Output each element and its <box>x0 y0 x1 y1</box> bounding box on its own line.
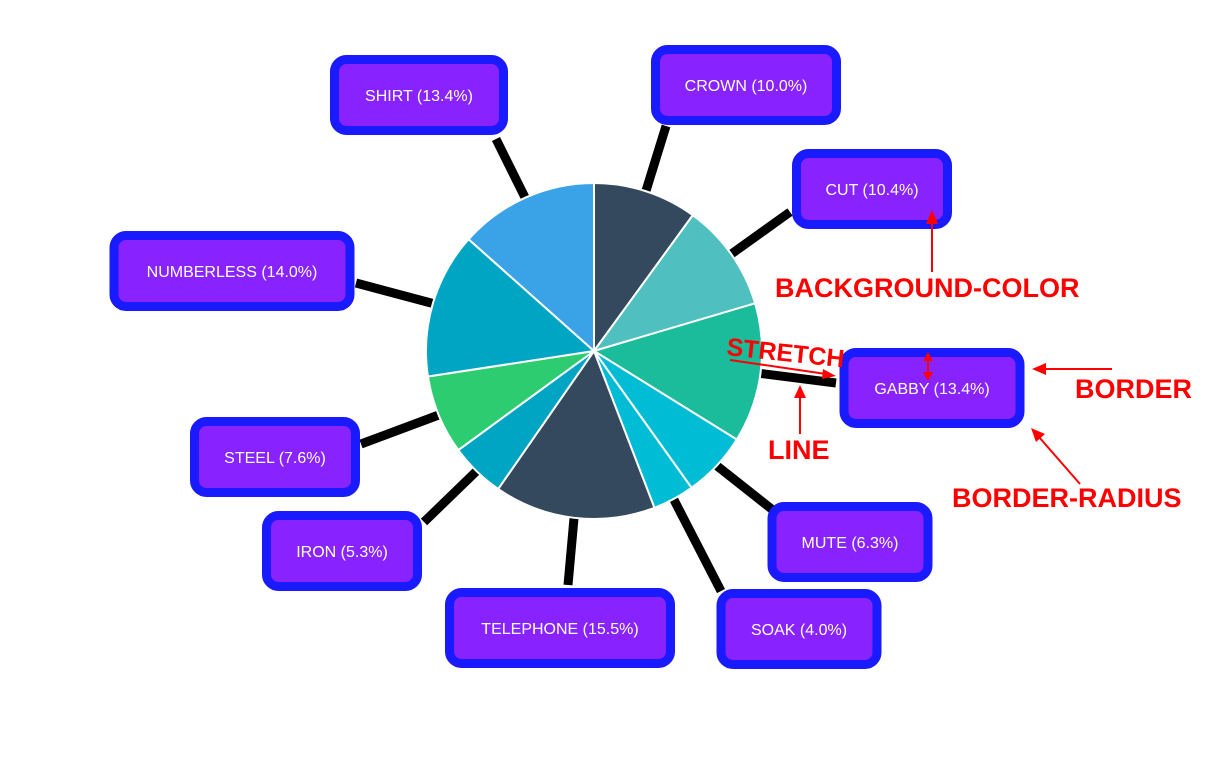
background-color-annotation: BACKGROUND-COLOR <box>775 273 1079 303</box>
label-box-soak <box>716 589 882 669</box>
slice-label-telephone: TELEPHONE (15.5%) <box>481 621 638 638</box>
pie-slice-crown <box>593 181 695 355</box>
padding-arrowhead-top <box>923 352 933 361</box>
line-annotation: LINE <box>768 435 830 465</box>
label-box-crown <box>651 45 841 125</box>
slice-label-shirt: SHIRT (13.4%) <box>365 88 473 105</box>
border-radius-annotation: BORDER-RADIUS <box>952 483 1182 513</box>
label-box-iron <box>262 511 422 591</box>
label-box-steel <box>190 417 360 497</box>
slice-label-iron: IRON (5.3%) <box>296 544 388 561</box>
leader-line-gabby <box>755 368 837 388</box>
slice-label-cut: CUT (10.4%) <box>825 182 918 199</box>
leader-line-cut <box>725 208 793 261</box>
slice-label-crown: CROWN (10.0%) <box>685 78 808 95</box>
pie-slice-telephone <box>496 348 656 521</box>
leader-line-iron <box>420 465 483 526</box>
leader-line-soak <box>667 493 725 594</box>
pie-slices <box>425 181 763 521</box>
padding-arrowhead-bottom <box>923 372 933 381</box>
border-radius-arrowhead <box>1031 428 1045 442</box>
leader-line-shirt <box>491 137 531 204</box>
leader-line-telephone <box>563 513 579 586</box>
label-box-shirt <box>330 55 508 135</box>
pie-slice-gabby <box>591 302 763 441</box>
stretch-arrowhead <box>822 369 836 379</box>
slice-label-numberless: NUMBERLESS (14.0%) <box>147 264 318 281</box>
background-color-arrowhead <box>926 210 938 224</box>
leader-line-numberless <box>354 278 438 309</box>
slice-label-steel: STEEL (7.6%) <box>224 450 326 467</box>
label-box-mute <box>767 502 933 582</box>
annotations: BACKGROUND-COLOR STRETCH BORDER LINE BOR… <box>725 210 1192 513</box>
leader-line-crown <box>640 124 671 197</box>
slice-label-mute: MUTE (6.3%) <box>802 535 899 552</box>
slice-labels: CROWN (10.0%) CUT (10.4%) GABBY (13.4%) MUT… <box>109 45 1025 669</box>
line-arrowhead <box>794 385 806 398</box>
pie-slice-shirt <box>467 181 595 354</box>
label-box-telephone <box>445 588 675 668</box>
label-box-gabby <box>839 348 1025 428</box>
border-annotation: BORDER <box>1075 374 1192 404</box>
pie-slice-numberless <box>425 237 597 378</box>
label-box-numberless <box>109 231 355 311</box>
leader-line-steel <box>359 409 444 449</box>
slice-label-gabby: GABBY (13.4%) <box>874 381 989 398</box>
border-arrowhead <box>1032 363 1046 375</box>
slice-label-soak: SOAK (4.0%) <box>751 622 847 639</box>
label-box-cut <box>792 149 952 229</box>
leader-lines <box>354 124 837 594</box>
pie-slice-cut <box>591 213 757 353</box>
border-radius-arrow <box>1038 436 1081 485</box>
stretch-arrow <box>729 359 827 375</box>
